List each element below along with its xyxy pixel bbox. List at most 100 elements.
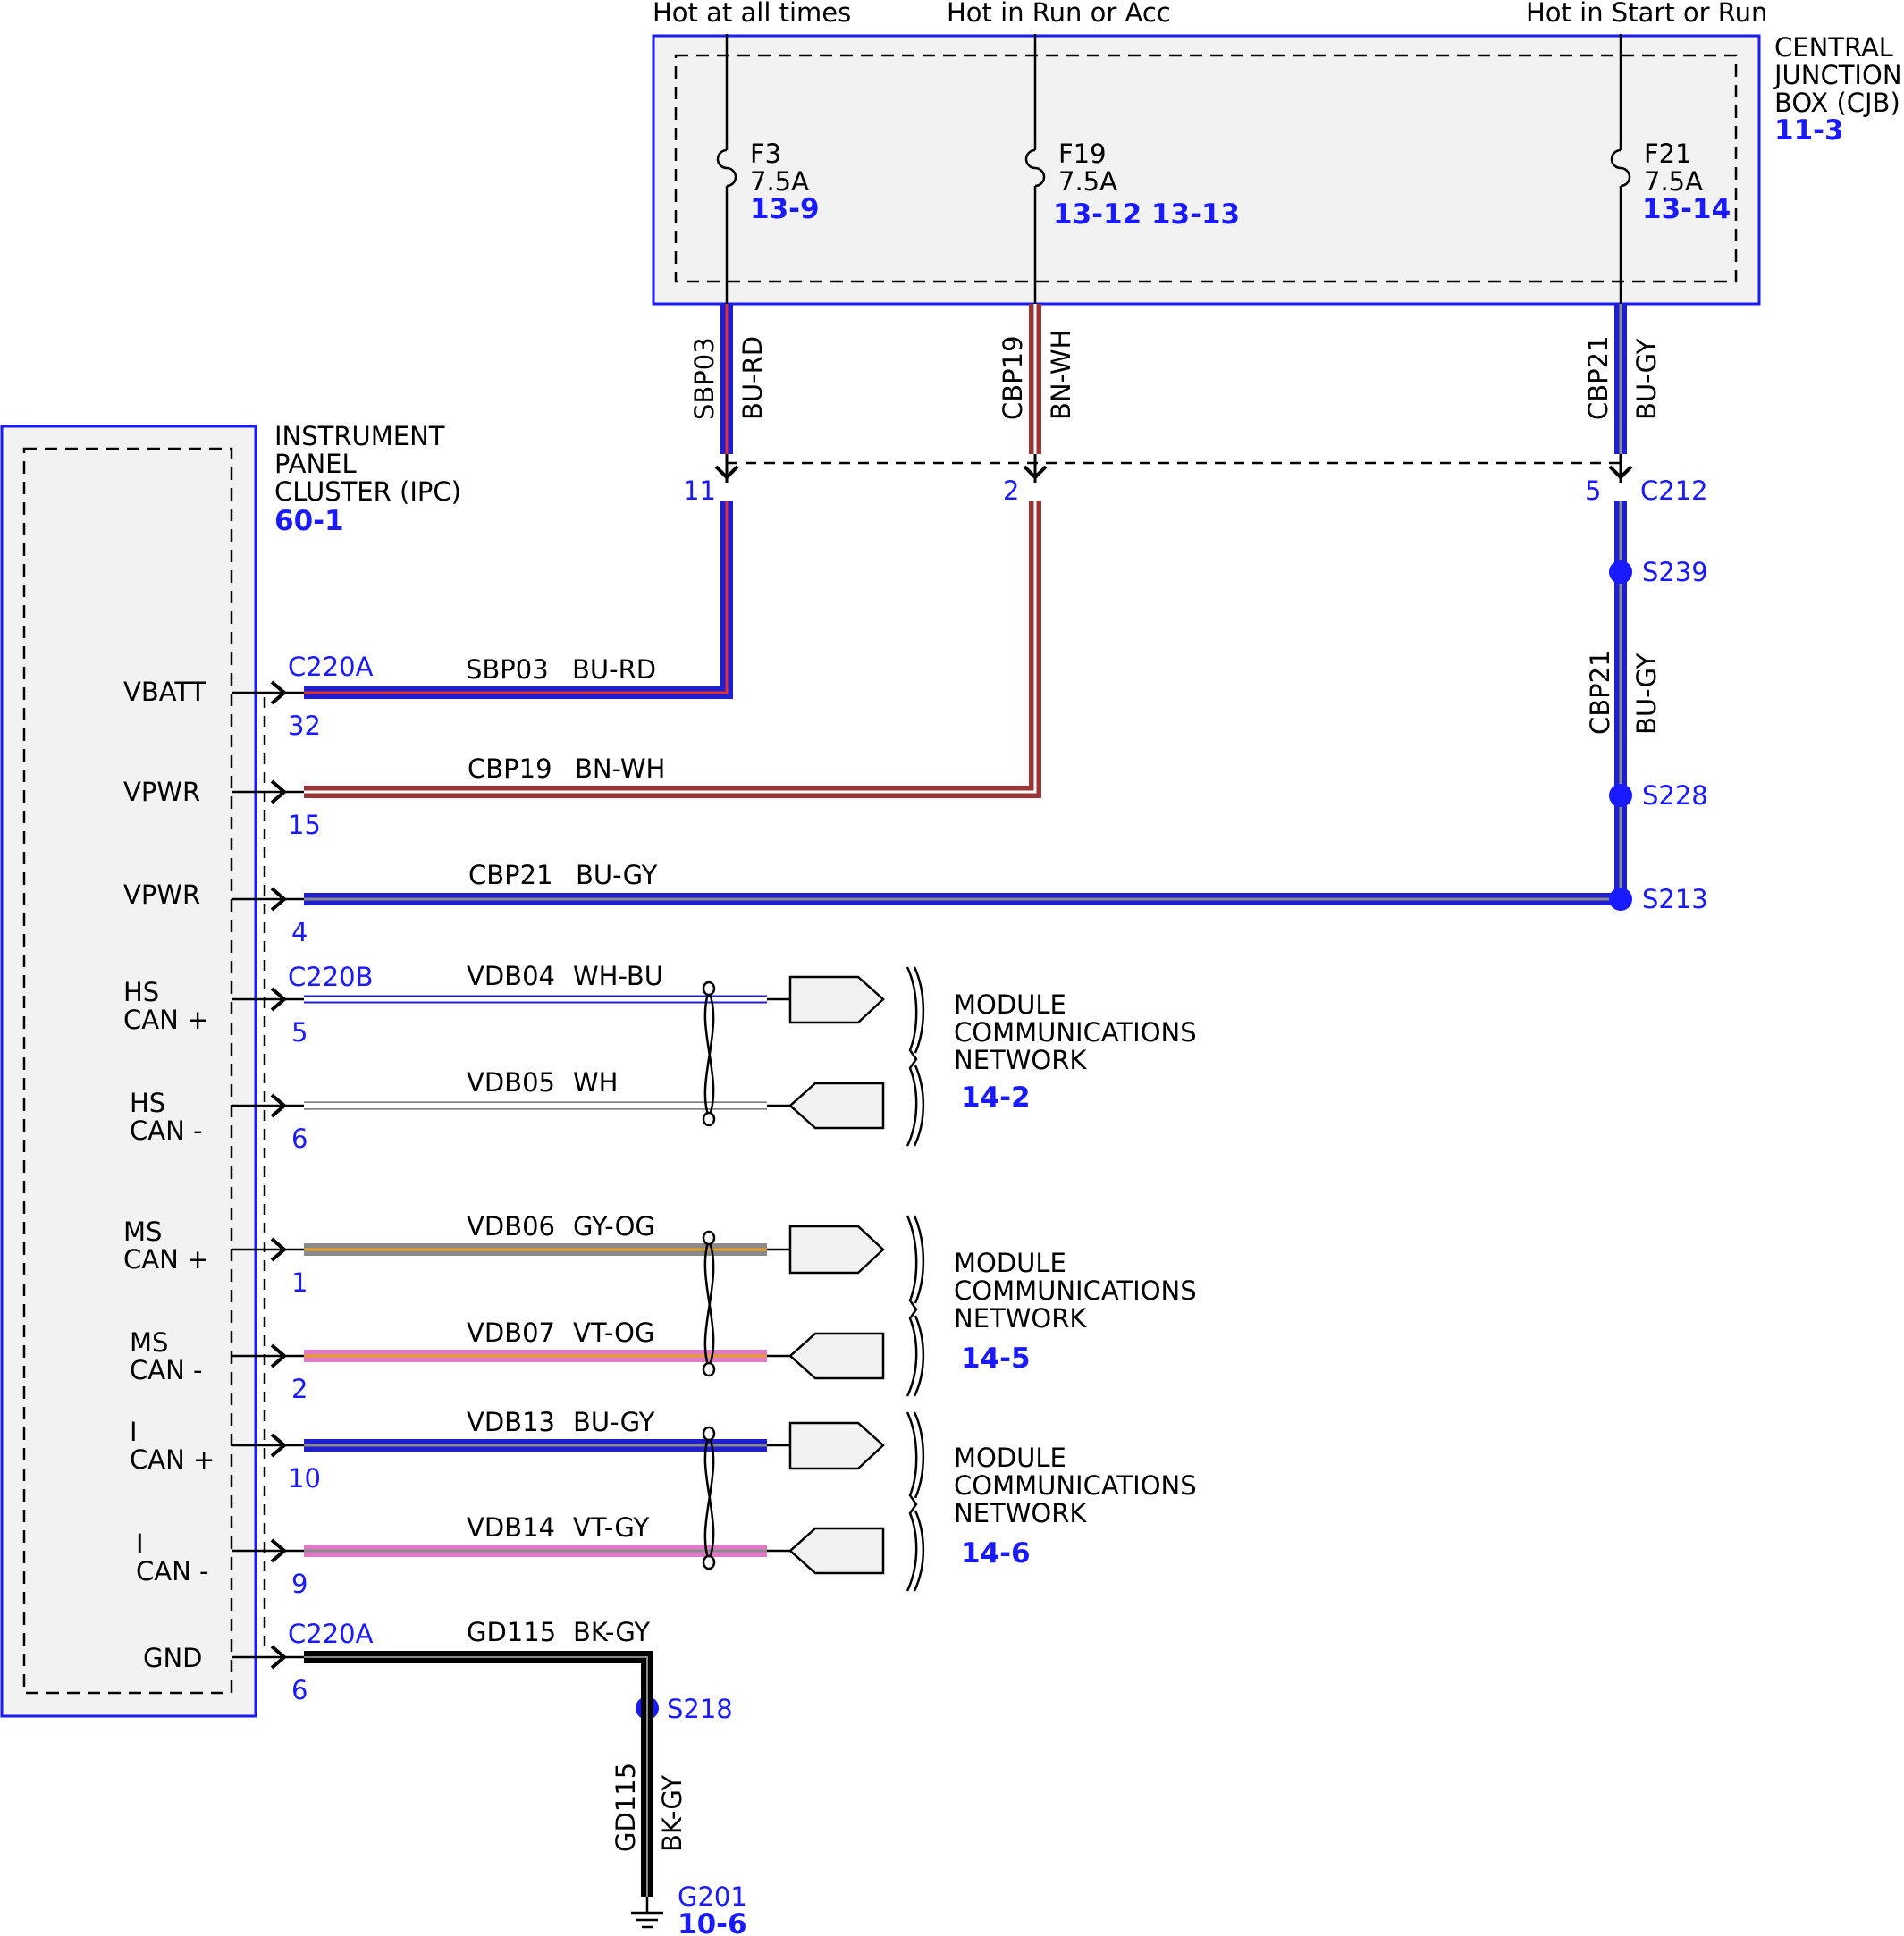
wire-label-vdb14-circuit: VDB14 [467, 1512, 555, 1543]
network-3-line1: MODULE [954, 1443, 1066, 1473]
central-junction-box [652, 34, 1761, 306]
network-2-line2: COMMUNICATIONS [954, 1275, 1197, 1306]
wire-label-vdb14-color: VT-GY [573, 1512, 649, 1543]
ipc-pin-number-32: 32 [288, 711, 321, 741]
wire-label-gd115-color: BK-GY [573, 1617, 650, 1647]
wire-cbp21 [304, 501, 1627, 905]
fuse-f19-ref-link[interactable]: 13-12 13-13 [1053, 198, 1240, 231]
cjb-ref-link[interactable]: 11-3 [1774, 114, 1844, 147]
network-arrows [788, 975, 885, 1575]
ipc-pin-ms-can-plus-l2: CAN + [123, 1244, 208, 1275]
ipc-pin-ms-can-minus-l2: CAN - [130, 1355, 202, 1385]
ipc-pin-vpwr-2: VPWR [123, 880, 200, 910]
wire-label-vdb05-color: WH [573, 1067, 618, 1098]
network-3-line2: COMMUNICATIONS [954, 1470, 1197, 1501]
fuse-f3-rating: 7.5A [750, 166, 809, 197]
ground-icon [631, 1897, 663, 1929]
cjb-title-line1: CENTRAL [1774, 32, 1893, 63]
fuse-feed-lines [716, 34, 1631, 304]
network-1-line2: COMMUNICATIONS [954, 1017, 1197, 1048]
feed-label-hot-at-all-times: Hot at all times [653, 0, 851, 28]
arrow-out-vdb13 [788, 1421, 885, 1470]
wire-label-gd115-circuit: GD115 [467, 1617, 556, 1647]
network-2-line3: NETWORK [954, 1303, 1087, 1334]
ground-label-g201: G201 [678, 1881, 747, 1912]
c212-pin-5: 5 [1585, 476, 1601, 506]
network-1-line1: MODULE [954, 989, 1066, 1020]
network-3-ref-link[interactable]: 14-6 [961, 1537, 1031, 1570]
wire-label-vdb07-color: VT-OG [573, 1317, 654, 1348]
ipc-title-line2: PANEL [274, 449, 357, 479]
c212-pin-2: 2 [1003, 476, 1019, 506]
fuse-f3-name: F3 [750, 139, 781, 169]
wire-label-cbp19-circuit: CBP19 [998, 335, 1028, 420]
wire-label-cbp21-trunk-circuit: CBP21 [1585, 650, 1615, 735]
wire-sbp03 [304, 501, 733, 699]
fuse-f19-name: F19 [1058, 139, 1107, 169]
wire-label-cbp21-h-color: BU-GY [576, 860, 658, 890]
ipc-pin-vbatt: VBATT [123, 677, 206, 707]
ipc-ref-link[interactable]: 60-1 [274, 505, 344, 537]
ipc-pin-hs-can-plus-l2: CAN + [123, 1005, 208, 1035]
ipc-pin-number-5: 5 [291, 1017, 308, 1048]
splice-label-s218: S218 [667, 1694, 733, 1724]
twisted-pair-icons [702, 981, 716, 1570]
ipc-pin-gnd: GND [143, 1643, 203, 1673]
instrument-panel-cluster [0, 425, 257, 1718]
wire-label-vdb13-color: BU-GY [573, 1407, 655, 1437]
wire-label-sbp03-circuit: SBP03 [689, 337, 720, 420]
ipc-pin-i-can-plus-l2: CAN + [130, 1444, 215, 1475]
wire-label-vdb13-circuit: VDB13 [467, 1407, 555, 1437]
feed-label-hot-in-start-or-run: Hot in Start or Run [1526, 0, 1767, 28]
network-3-line3: NETWORK [954, 1498, 1087, 1528]
splice-label-s213: S213 [1642, 884, 1708, 914]
wire-label-vdb07-circuit: VDB07 [467, 1317, 555, 1348]
wire-label-cbp19-color: BN-WH [1046, 330, 1076, 420]
ground-ref-link[interactable]: 10-6 [678, 1908, 747, 1936]
splice-label-s239: S239 [1642, 557, 1708, 587]
wire-label-cbp19-h-circuit: CBP19 [468, 753, 552, 784]
network-braces [906, 966, 925, 1592]
cjb-title-line3: BOX (CJB) [1774, 88, 1900, 118]
arrow-out-vdb06 [788, 1225, 885, 1275]
ipc-pin-number-1: 1 [291, 1267, 308, 1298]
splice-label-s228: S228 [1642, 780, 1708, 811]
splice-s228 [1609, 784, 1632, 807]
wire-label-gd115-v-circuit: GD115 [611, 1763, 641, 1852]
ipc-pin-number-6-gnd: 6 [291, 1675, 308, 1705]
ipc-pin-i-can-minus-l1: I [136, 1528, 144, 1559]
wire-label-cbp21-h-circuit: CBP21 [468, 860, 553, 890]
connector-c212 [714, 454, 1633, 483]
network-1-ref-link[interactable]: 14-2 [961, 1082, 1031, 1114]
ipc-pin-hs-can-plus-l1: HS [123, 977, 159, 1007]
wire-label-cbp21-circuit: CBP21 [1583, 335, 1613, 420]
fuse-f21-ref-link[interactable]: 13-14 [1642, 193, 1731, 225]
c212-connector-label: C212 [1640, 476, 1708, 506]
connector-c220a-label: C220A [288, 652, 374, 682]
ipc-pin-hs-can-minus-l2: CAN - [130, 1115, 202, 1146]
splice-dots [636, 560, 1632, 1720]
arrow-in-vdb05 [788, 1082, 885, 1130]
splice-s213 [1609, 888, 1632, 911]
fuse-f21-name: F21 [1644, 139, 1692, 169]
wire-cbp19 [304, 501, 1041, 798]
network-2-ref-link[interactable]: 14-5 [961, 1343, 1031, 1375]
fuse-f3-ref-link[interactable]: 13-9 [750, 193, 820, 225]
ipc-pin-ms-can-minus-l1: MS [130, 1327, 168, 1358]
ipc-pin-number-4: 4 [291, 917, 308, 947]
network-2-line1: MODULE [954, 1248, 1066, 1278]
ipc-pin-ms-can-plus-l1: MS [123, 1216, 162, 1247]
connector-c220b-label: C220B [288, 962, 374, 992]
ipc-pin-stubs [232, 691, 304, 1659]
c212-pin-11: 11 [683, 476, 716, 506]
fuse-f21-rating: 7.5A [1644, 166, 1703, 197]
ipc-pin-number-6: 6 [291, 1124, 308, 1154]
splice-s239 [1609, 560, 1632, 584]
wire-label-sbp03-h-circuit: SBP03 [466, 654, 549, 685]
network-arrow-stubs [767, 997, 790, 1553]
wire-label-cbp19-h-color: BN-WH [575, 753, 665, 784]
ipc-pin-i-can-plus-l1: I [130, 1417, 138, 1447]
fuse-f21-icon [1610, 148, 1631, 188]
fuse-f19-icon [1024, 148, 1046, 188]
